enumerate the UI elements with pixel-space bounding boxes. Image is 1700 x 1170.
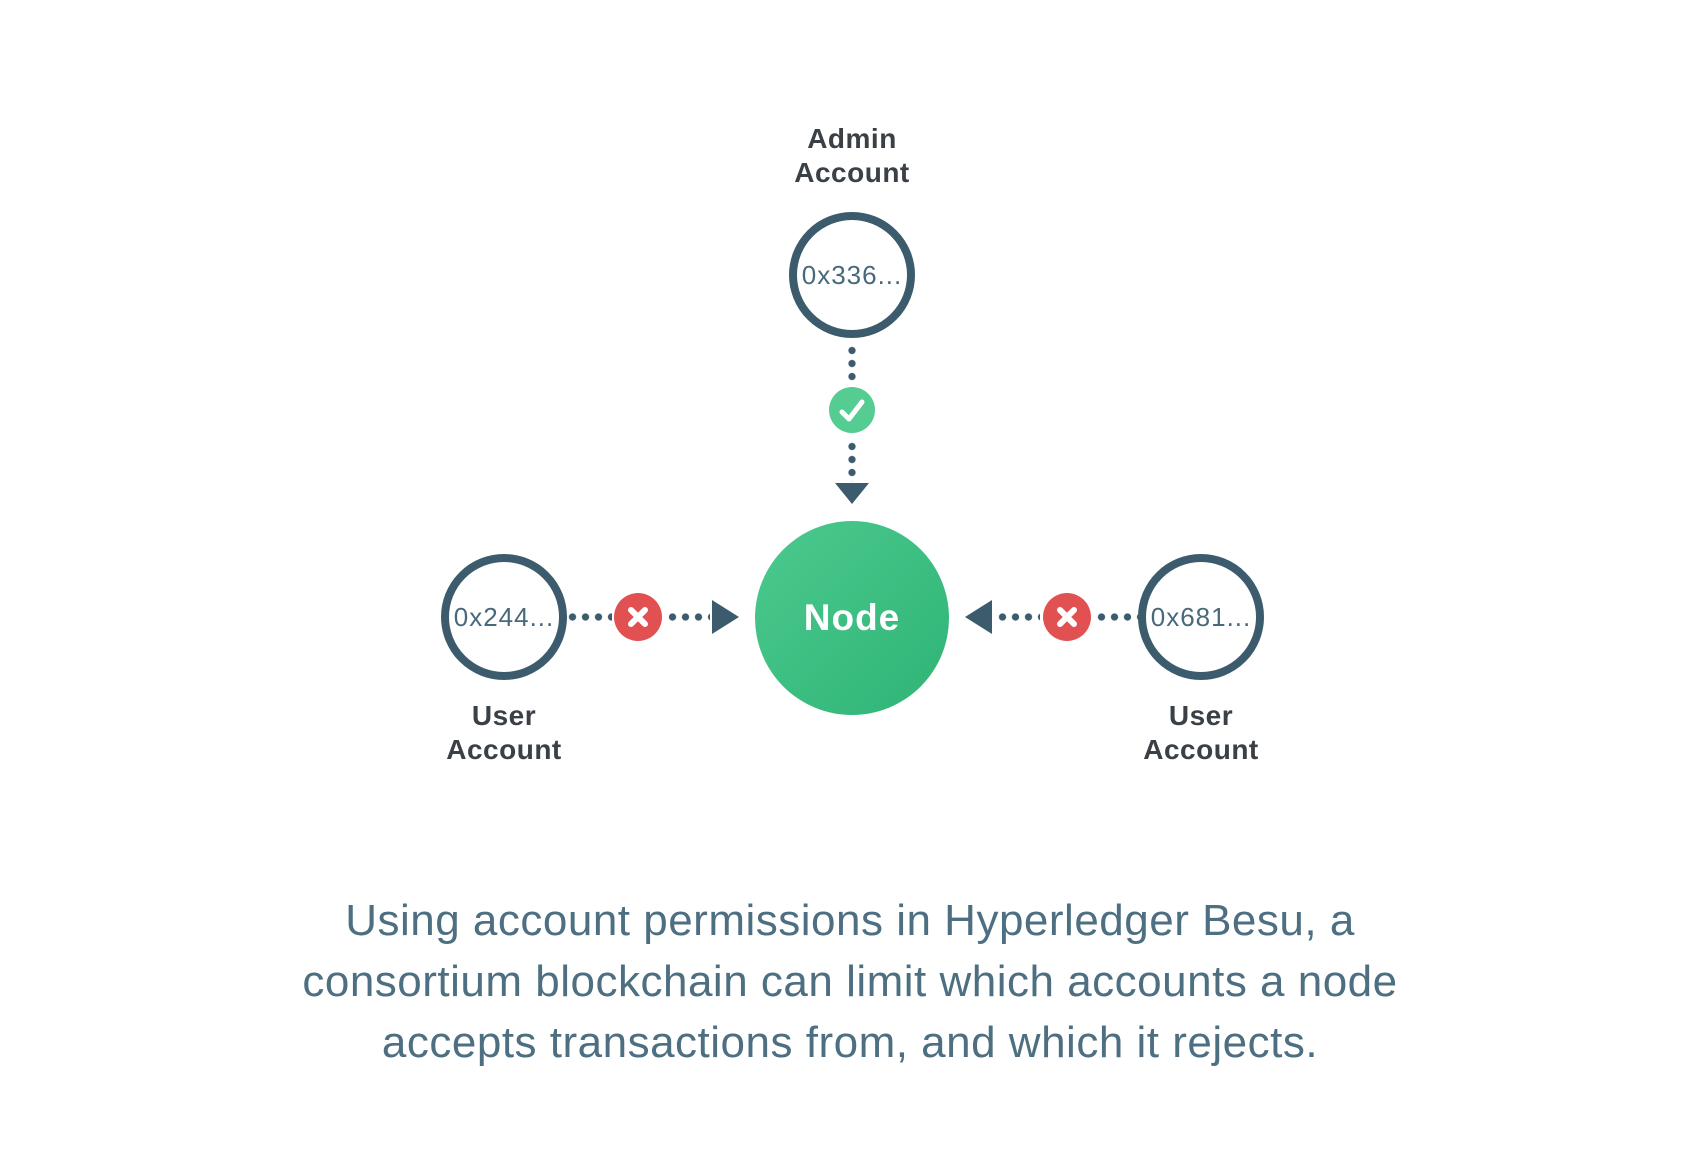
dotted-line-admin-upper — [848, 344, 856, 384]
dotted-line-right-outer — [1095, 613, 1139, 621]
user-account-left-address: 0x244... — [453, 601, 555, 632]
check-icon — [839, 399, 865, 422]
node-circle: Node — [755, 521, 949, 715]
dotted-line-admin-lower — [848, 440, 856, 482]
rejection-badge-right — [1043, 593, 1091, 641]
admin-account-label: Admin Account — [794, 123, 910, 188]
user-account-left-circle: 0x244... — [441, 554, 567, 680]
caption-line-3: accepts transactions from, and which it … — [381, 1018, 1319, 1067]
user-account-right-address: 0x681... — [1150, 601, 1252, 632]
node-label: Node — [803, 597, 901, 638]
dotted-line-left-inner — [666, 613, 710, 621]
user-account-right-circle: 0x681... — [1138, 554, 1264, 680]
rejection-badge-left — [614, 593, 662, 641]
user-account-right-label: User Account — [1143, 700, 1259, 765]
approval-badge — [829, 387, 875, 433]
arrow-left-icon — [965, 600, 992, 634]
arrow-down-icon — [835, 483, 869, 504]
dotted-line-right-inner — [996, 613, 1040, 621]
arrow-right-icon — [712, 600, 739, 634]
caption-line-1: Using account permissions in Hyperledger… — [345, 896, 1355, 945]
x-icon — [1057, 607, 1077, 627]
user-account-left-label: User Account — [446, 700, 562, 765]
admin-account-address: 0x336... — [801, 259, 903, 290]
dotted-line-left-outer — [566, 613, 612, 621]
x-icon — [628, 607, 648, 627]
caption-line-2: consortium blockchain can limit which ac… — [302, 957, 1398, 1006]
admin-account-circle: 0x336... — [789, 212, 915, 338]
caption: Using account permissions in Hyperledger… — [0, 890, 1700, 1073]
